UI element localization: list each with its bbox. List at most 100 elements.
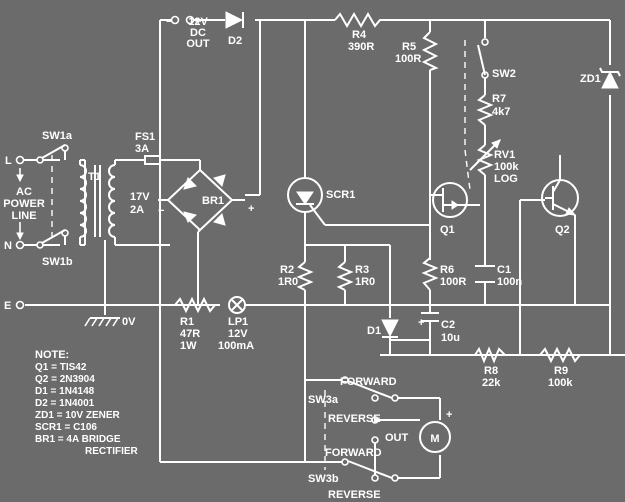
- label-r8-value: 22k: [482, 377, 501, 389]
- ac-arrows: [16, 168, 24, 241]
- resistor-r6-symbol: [421, 257, 439, 291]
- note-item: D2 = 1N4001: [35, 398, 95, 409]
- wires: [20, 19, 625, 479]
- scr-scr1-symbol: [287, 177, 326, 226]
- switch-sw1a-symbol: [36, 144, 69, 164]
- resistor-r7-symbol: [476, 94, 494, 126]
- label-ac-line1: AC: [16, 186, 32, 198]
- label-r9: R9: [554, 365, 568, 377]
- label-c2: C2: [441, 319, 455, 331]
- switch-sw1b-symbol: [36, 229, 69, 249]
- label-dc-minus: −: [166, 16, 172, 28]
- component-labels: SW1a SW1b AC POWER LINE L N E T1 17V 2A …: [3, 16, 601, 501]
- lamp-lp1-symbol: [228, 296, 246, 314]
- label-fs1: FS1: [135, 131, 155, 143]
- capacitor-c2-symbol: [421, 305, 439, 322]
- label-e-terminal: E: [4, 300, 11, 312]
- diode-d1-symbol: [381, 319, 399, 338]
- resistor-r8-symbol: [474, 346, 506, 364]
- label-ground: 0V: [122, 316, 136, 328]
- label-t1-current: 2A: [130, 204, 144, 216]
- label-d2: D2: [228, 35, 242, 47]
- label-reverse-b: REVERSE: [328, 489, 381, 501]
- label-r4-value: 390R: [348, 41, 374, 53]
- transistor-q1-symbol: [430, 182, 468, 218]
- label-r8: R8: [484, 365, 498, 377]
- label-r1: R1: [180, 316, 194, 328]
- label-c2-plus: +: [418, 317, 424, 329]
- switch-sw3b-symbol: [341, 436, 399, 482]
- note-item: Q1 = TIS42: [35, 362, 87, 373]
- label-sw2: SW2: [492, 68, 516, 80]
- label-dc-out-line1: 12V: [188, 16, 208, 28]
- note-item: RECTIFIER: [85, 446, 139, 457]
- label-c1: C1: [497, 264, 511, 276]
- label-rv1: RV1: [494, 149, 515, 161]
- label-q2: Q2: [555, 224, 570, 236]
- label-dc-out-line2: DC: [190, 27, 206, 39]
- label-r7-value: 4k7: [492, 106, 510, 118]
- label-scr1: SCR1: [326, 189, 355, 201]
- label-motor: M: [430, 433, 439, 445]
- capacitor-c1-symbol: [475, 265, 495, 283]
- label-r9-value: 100k: [548, 377, 573, 389]
- motor-symbol: [419, 421, 451, 453]
- label-r3-value: 1R0: [355, 276, 375, 288]
- label-br1: BR1: [202, 195, 224, 207]
- label-lp1: LP1: [228, 316, 248, 328]
- input-terminals: [15, 155, 25, 310]
- label-l-terminal: L: [5, 155, 12, 167]
- label-c1-value: 100n: [497, 276, 522, 288]
- ganged-switch-link: [464, 40, 471, 191]
- label-sw1a: SW1a: [42, 130, 73, 142]
- label-t1-voltage: 17V: [130, 191, 150, 203]
- resistor-r4-symbol: [334, 12, 385, 28]
- label-rv1-value: 100k: [494, 161, 519, 173]
- bridge-rectifier-br1-symbol: [158, 168, 245, 233]
- switch-sw3a-symbol: [341, 376, 399, 424]
- resistor-r2-symbol: [296, 261, 314, 291]
- dc-out-terminals: [170, 15, 195, 25]
- label-br1-plus: +: [248, 203, 254, 215]
- diode-d2-symbol: [225, 11, 244, 29]
- label-sw1b: SW1b: [42, 256, 73, 268]
- label-reverse-a: REVERSE: [328, 413, 381, 425]
- label-r5-value: 100R: [395, 53, 421, 65]
- label-dc-out-line3: OUT: [186, 38, 210, 50]
- resistor-r5-symbol: [421, 31, 439, 71]
- label-r3: R3: [355, 264, 369, 276]
- label-r1-power: 1W: [180, 340, 197, 352]
- resistor-r1-symbol: [174, 296, 220, 314]
- label-sw3a: SW3a: [308, 394, 339, 406]
- label-c2-value: 10u: [441, 332, 460, 344]
- resistor-r9-symbol: [539, 346, 581, 364]
- label-dc-plus: +: [195, 16, 201, 28]
- fuse-fs1-symbol: [144, 155, 161, 165]
- label-forward-b: FORWARD: [325, 447, 382, 459]
- potentiometer-rv1-symbol: [469, 139, 501, 176]
- notes-block: NOTE: Q1 = TIS42 Q2 = 2N3904 D1 = 1N4148…: [35, 349, 139, 457]
- label-ac-line3: LINE: [11, 210, 36, 222]
- label-rv1-type: LOG: [494, 173, 518, 185]
- label-r7: R7: [492, 93, 506, 105]
- label-t1: T1: [88, 171, 101, 183]
- label-zd1: ZD1: [580, 73, 601, 85]
- label-br1-minus: −: [158, 205, 164, 217]
- label-r2-value: 1R0: [278, 276, 298, 288]
- label-fs1-value: 3A: [135, 143, 149, 155]
- zener-zd1-symbol: [599, 67, 621, 89]
- notes-title: NOTE:: [35, 349, 69, 361]
- ground-icon: [84, 317, 120, 327]
- label-r4: R4: [352, 29, 367, 41]
- resistor-r3-symbol: [336, 261, 354, 291]
- label-n-terminal: N: [4, 240, 12, 252]
- label-sw3b: SW3b: [308, 473, 339, 485]
- note-item: BR1 = 4A BRIDGE: [35, 434, 121, 445]
- label-r6: R6: [440, 264, 454, 276]
- label-r6-value: 100R: [440, 276, 466, 288]
- note-item: D1 = 1N4148: [35, 386, 95, 397]
- label-motor-plus: +: [446, 409, 452, 421]
- label-q1: Q1: [440, 224, 455, 236]
- label-forward-a: FORWARD: [340, 376, 397, 388]
